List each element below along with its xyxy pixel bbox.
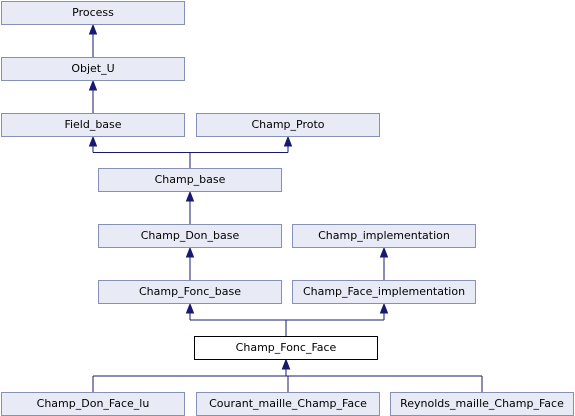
node-champ-implementation[interactable]: Champ_implementation bbox=[292, 224, 476, 248]
node-courant-maille-champ-face[interactable]: Courant_maille_Champ_Face bbox=[196, 392, 380, 416]
edge-champ_fonc_face-to-champ_face_implementation-arrow bbox=[379, 302, 389, 314]
node-champ-fonc-face: Champ_Fonc_Face bbox=[194, 336, 378, 360]
edge-champ_fonc_face-to-champ_fonc_base-arrow bbox=[185, 302, 195, 314]
node-champ-proto[interactable]: Champ_Proto bbox=[196, 113, 380, 137]
node-champ-base[interactable]: Champ_base bbox=[98, 168, 282, 192]
edge-reynolds_maille_champ_face-to-champ_fonc_face-arrow bbox=[281, 358, 291, 370]
edge-objet_u-to-process-arrow bbox=[88, 23, 98, 35]
node-field-base[interactable]: Field_base bbox=[1, 113, 185, 137]
node-champ-face-implementation[interactable]: Champ_Face_implementation bbox=[292, 280, 476, 304]
edge-champ_fonc_base-to-champ_don_base-arrow bbox=[185, 246, 195, 258]
edge-champ_base-to-champ_proto-arrow bbox=[283, 135, 293, 147]
edge-field_base-to-objet_u-arrow bbox=[88, 79, 98, 91]
node-champ-fonc-base[interactable]: Champ_Fonc_base bbox=[98, 280, 282, 304]
node-process[interactable]: Process bbox=[1, 1, 185, 25]
edge-champ_base-to-field_base-arrow bbox=[88, 135, 98, 147]
node-champ-don-base[interactable]: Champ_Don_base bbox=[98, 224, 282, 248]
node-champ-don-face-lu[interactable]: Champ_Don_Face_lu bbox=[1, 392, 185, 416]
edge-champ_face_implementation-to-champ_implementation-arrow bbox=[379, 246, 389, 258]
node-objet-u[interactable]: Objet_U bbox=[1, 57, 185, 81]
edge-champ_don_base-to-champ_base-arrow bbox=[185, 190, 195, 202]
node-reynolds-maille-champ-face[interactable]: Reynolds_maille_Champ_Face bbox=[390, 392, 574, 416]
